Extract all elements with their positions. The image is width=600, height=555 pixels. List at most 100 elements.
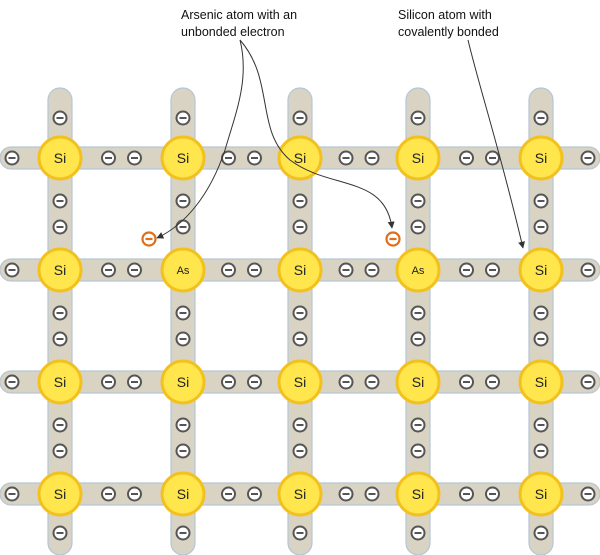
bond-electron	[410, 219, 426, 235]
bond-electron	[485, 486, 500, 502]
silicon-atom: Si	[37, 135, 83, 181]
bond-electron	[292, 193, 308, 209]
atom-label: Si	[412, 374, 424, 390]
atom-label: Si	[294, 262, 306, 278]
bond-electron	[580, 486, 596, 502]
atom-label: Si	[294, 374, 306, 390]
bond-electron	[364, 150, 380, 166]
bond-electron	[52, 305, 68, 321]
bond-electron	[175, 331, 191, 347]
silicon-atom: Si	[37, 359, 83, 405]
bond-electron	[292, 443, 308, 459]
bond-electron	[459, 374, 474, 390]
bond-electron	[485, 374, 500, 390]
bond-electron	[292, 331, 308, 347]
bond-electron	[221, 262, 236, 278]
bond-electron	[533, 193, 549, 209]
free-electron-2	[385, 231, 401, 247]
atom-label: Si	[535, 374, 547, 390]
bond-electron	[127, 150, 142, 166]
bond-electron	[127, 262, 142, 278]
arsenic-callout-arrow-right	[239, 39, 395, 229]
bond-electron	[338, 374, 354, 390]
atom-label: Si	[177, 150, 189, 166]
bond-electron	[52, 219, 68, 235]
silicon-atom: Si	[277, 247, 323, 293]
silicon-annotation-line-2: covalently bonded	[398, 25, 499, 39]
bond-electron	[410, 193, 426, 209]
bond-electron	[410, 525, 426, 541]
bond-electron	[175, 193, 191, 209]
bond-electron	[52, 443, 68, 459]
atom-label: Si	[54, 150, 66, 166]
bond-electron	[410, 443, 426, 459]
atom-label: Si	[412, 150, 424, 166]
bond-electron	[292, 525, 308, 541]
silicon-atom: Si	[395, 135, 441, 181]
bond-electron	[292, 417, 308, 433]
free-electron-1	[141, 231, 157, 247]
bonding-electrons	[4, 110, 596, 541]
silicon-callout-arrow	[467, 39, 525, 249]
silicon-atom: Si	[160, 359, 206, 405]
silicon-atom: Si	[277, 359, 323, 405]
bond-electron	[52, 525, 68, 541]
bond-electron	[410, 331, 426, 347]
bond-electron	[4, 262, 20, 278]
bond-electron	[4, 150, 20, 166]
atom-label: Si	[535, 486, 547, 502]
bond-electron	[127, 374, 142, 390]
atom-label: Si	[535, 262, 547, 278]
bond-electron	[533, 110, 549, 126]
bond-electron	[52, 417, 68, 433]
bond-electron	[127, 486, 142, 502]
bond-electron	[410, 110, 426, 126]
silicon-atom: Si	[37, 247, 83, 293]
atom-label: Si	[177, 374, 189, 390]
bond-electron	[4, 374, 20, 390]
silicon-atom: Si	[518, 359, 564, 405]
atom-label: Si	[294, 150, 306, 166]
arsenic-atom: As	[160, 247, 206, 293]
bond-electron	[533, 443, 549, 459]
arsenic-atom: As	[395, 247, 441, 293]
bond-electron	[533, 417, 549, 433]
bond-electron	[459, 150, 474, 166]
bond-electron	[175, 443, 191, 459]
atom-label: Si	[54, 262, 66, 278]
atom-label: Si	[54, 374, 66, 390]
arsenic-annotation-line-1: Arsenic atom with an	[181, 8, 297, 22]
bond-electron	[364, 374, 380, 390]
silicon-atom: Si	[518, 135, 564, 181]
bond-electron	[52, 193, 68, 209]
silicon-atom: Si	[518, 247, 564, 293]
silicon-atom: Si	[518, 471, 564, 517]
bond-electron	[580, 374, 596, 390]
atom-label: Si	[54, 486, 66, 502]
bond-electron	[221, 486, 236, 502]
bond-electron	[52, 331, 68, 347]
arsenic-callout-arrow-left	[156, 39, 244, 239]
bond-electron	[247, 486, 262, 502]
bond-electron	[52, 110, 68, 126]
bond-electron	[292, 110, 308, 126]
silicon-atom: Si	[277, 471, 323, 517]
bond-electron	[338, 486, 354, 502]
bond-electron	[364, 486, 380, 502]
bond-electron	[533, 331, 549, 347]
bond-electron	[292, 219, 308, 235]
bond-electron	[247, 262, 262, 278]
bond-electron	[101, 262, 116, 278]
bond-electron	[533, 219, 549, 235]
arsenic-annotation-line-2: unbonded electron	[181, 25, 285, 39]
bond-electron	[533, 305, 549, 321]
bond-electron	[485, 150, 500, 166]
bond-electron	[459, 262, 474, 278]
silicon-atom: Si	[160, 135, 206, 181]
bond-electron	[101, 150, 116, 166]
bond-electron	[175, 305, 191, 321]
bond-electron	[580, 150, 596, 166]
bond-electron	[247, 150, 262, 166]
